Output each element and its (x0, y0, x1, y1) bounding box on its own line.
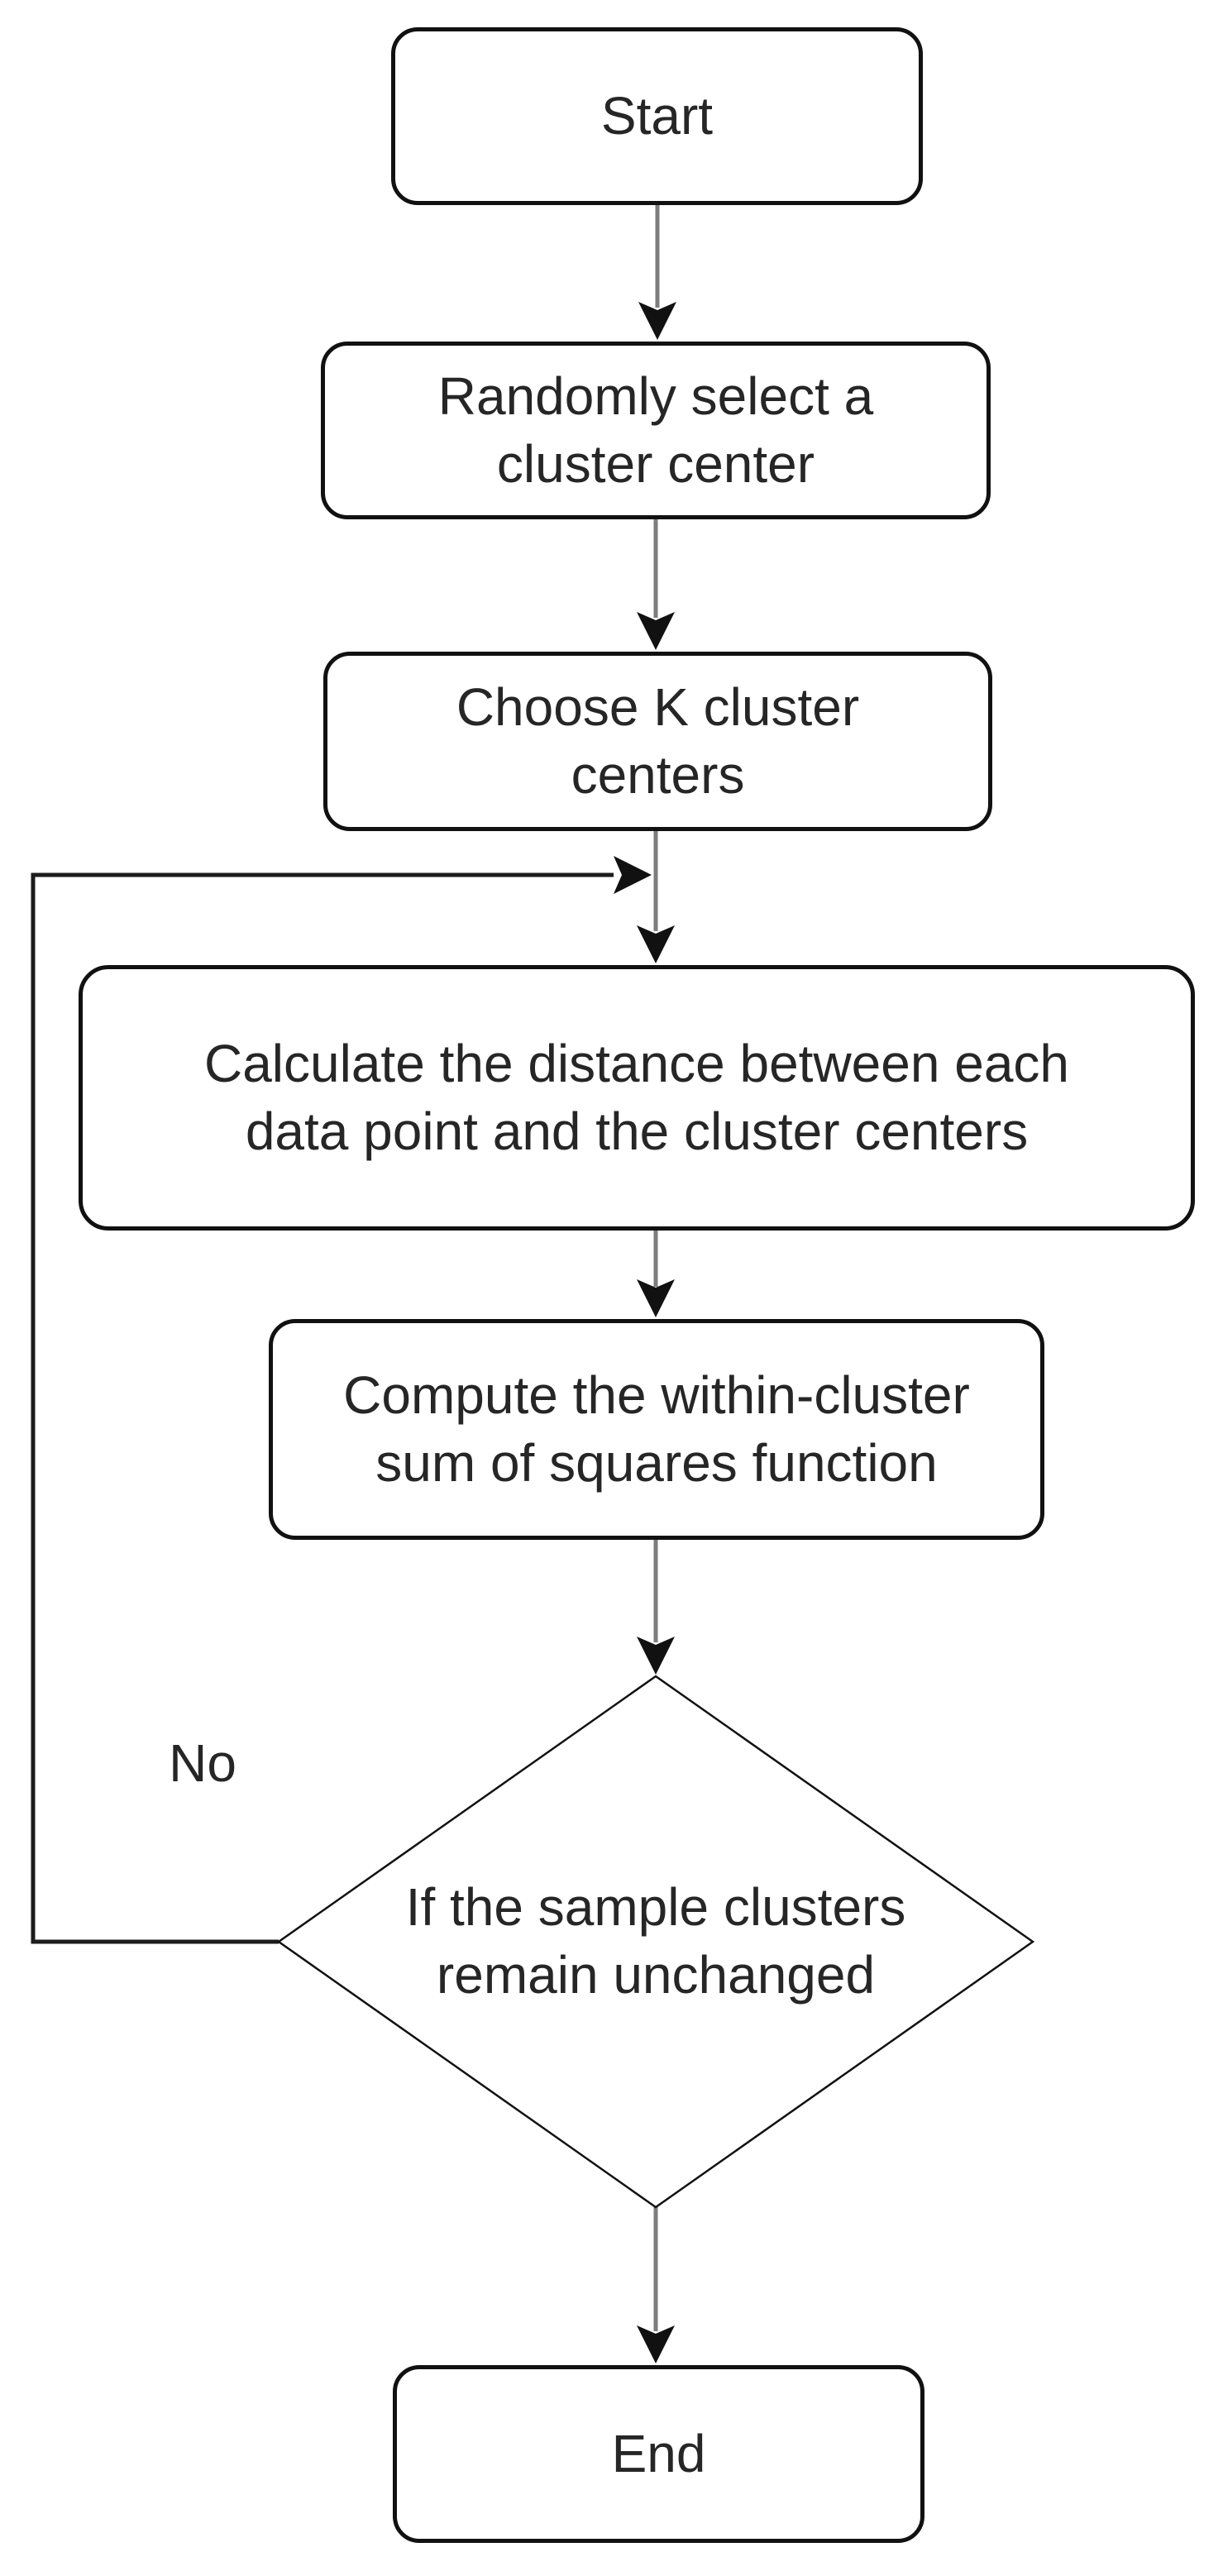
node-decision: If the sample clusters remain unchanged (366, 1803, 945, 2081)
edge-calc-to-compute (637, 1231, 675, 1317)
edge-compute-to-decision (637, 1540, 675, 1675)
edge-start-to-select (638, 205, 676, 340)
no-loop-path (31, 872, 614, 1944)
node-calc-distance-label: Calculate the distance between each data… (203, 1033, 1070, 1161)
arrowhead-down-icon (637, 925, 675, 963)
arrowhead-down-icon (638, 302, 676, 340)
node-compute-wcss-label: Compute the within-cluster sum of square… (343, 1364, 970, 1493)
no-edge-label-text: No (169, 1732, 236, 1793)
node-select-center-label: Randomly select a cluster center (437, 366, 874, 494)
node-start: Start (391, 27, 923, 205)
node-compute-wcss: Compute the within-cluster sum of square… (269, 1319, 1044, 1540)
arrowhead-right-icon (614, 856, 652, 894)
edge-select-to-choose (637, 519, 675, 650)
node-start-label: Start (600, 85, 714, 146)
node-choose-k: Choose K cluster centers (323, 652, 992, 831)
edge-decision-to-end (637, 2207, 675, 2363)
edge-decision-no-loop (31, 856, 652, 1944)
node-choose-k-label: Choose K cluster centers (456, 676, 860, 805)
arrowhead-down-icon (637, 2325, 675, 2363)
node-end-label: End (611, 2423, 706, 2483)
node-calc-distance: Calculate the distance between each data… (79, 965, 1195, 1231)
arrowhead-down-icon (637, 1637, 675, 1675)
node-end: End (393, 2365, 924, 2543)
arrowhead-down-icon (637, 612, 675, 650)
arrowhead-down-icon (637, 1279, 675, 1317)
edge-choose-to-calc (637, 831, 675, 963)
no-edge-label: No (127, 1732, 278, 1795)
node-decision-shape (276, 1675, 1035, 2209)
node-select-center: Randomly select a cluster center (321, 342, 991, 519)
node-decision-label: If the sample clusters remain unchanged (405, 1877, 906, 2005)
